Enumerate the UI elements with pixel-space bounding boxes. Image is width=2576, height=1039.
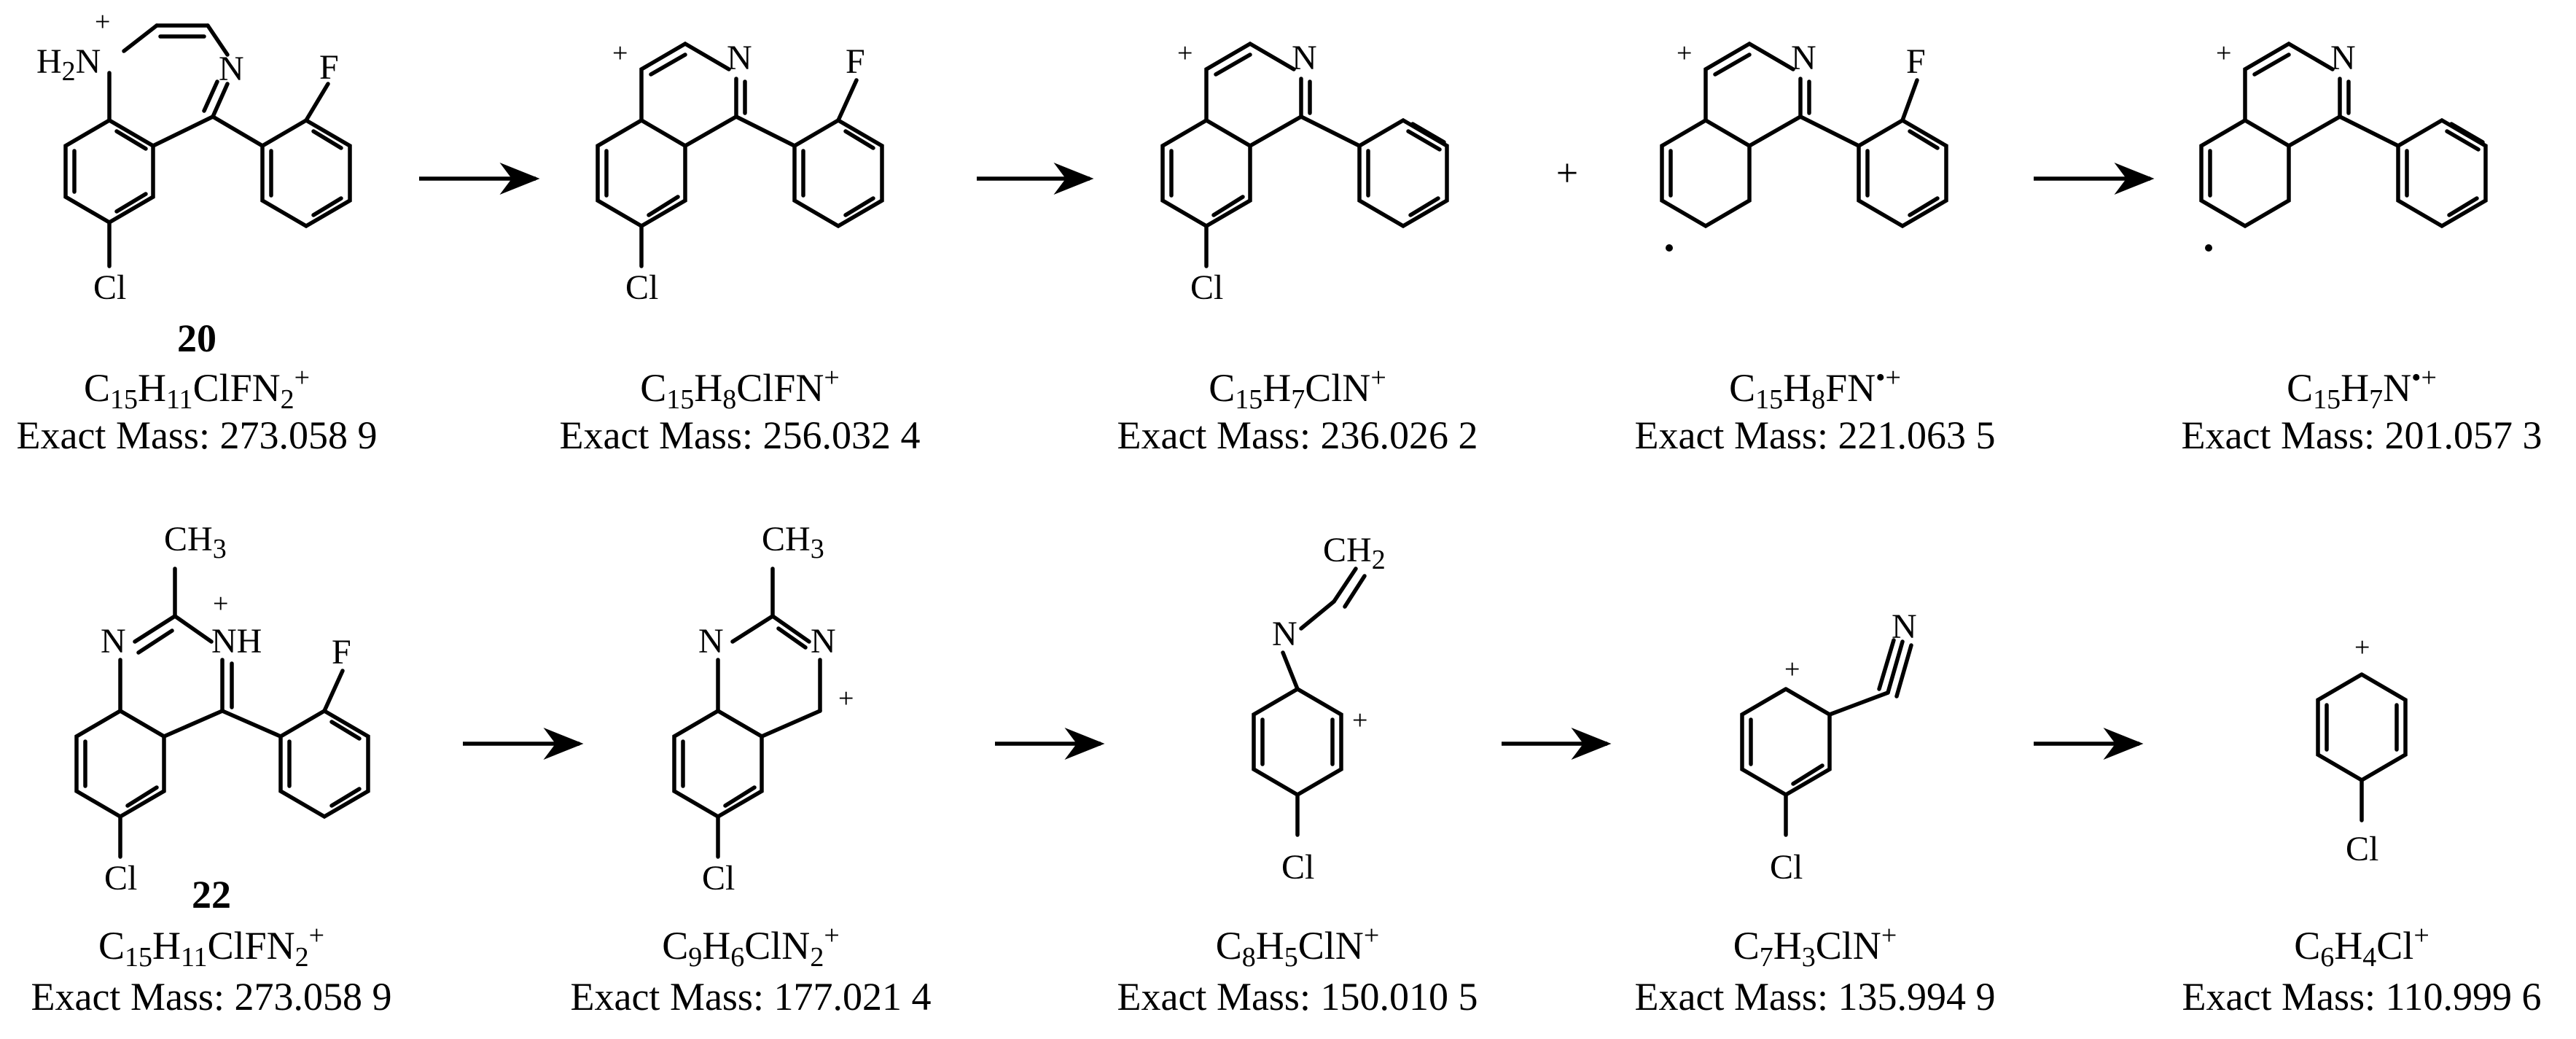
nitrogen-label: N [101, 622, 126, 661]
mass-3: Exact Mass: 236.026 2 [1117, 413, 1478, 457]
charge-plus: + [1177, 38, 1193, 69]
nitrogen-label: N [1791, 39, 1816, 77]
fluorine-label: F [846, 42, 865, 81]
formula-6: C15H11ClFN2+ [98, 920, 324, 973]
charge-plus: + [1677, 38, 1692, 69]
formula-10: C6H4Cl+ [2294, 920, 2429, 973]
compound-22-structure: CH3 Cl N NH + F [74, 520, 370, 898]
compound-id-22: 22 [192, 873, 231, 917]
charge-plus: + [95, 7, 110, 37]
radical-dot [2205, 244, 2212, 252]
mass-10: Exact Mass: 110.999 6 [2182, 975, 2542, 1019]
amine-label: H2N [36, 42, 101, 87]
charge-plus: + [2354, 632, 2370, 663]
nitrogen-label: N [1272, 615, 1297, 653]
formula-9: C7H3ClN+ [1733, 920, 1897, 973]
mass-9: Exact Mass: 135.994 9 [1635, 975, 1996, 1019]
compound-2-structure: Cl N + F [596, 38, 884, 307]
chlorine-label: Cl [625, 268, 658, 307]
nitrogen-label: N [219, 50, 244, 88]
mass-4: Exact Mass: 221.063 5 [1635, 413, 1996, 457]
compound-20-structure: Cl F H2N + N [36, 7, 352, 307]
plus-sign: + [1556, 151, 1578, 195]
chlorine-label: Cl [2346, 830, 2378, 868]
formula-1: C15H11ClFN2+ [84, 362, 310, 415]
formula-8: C8H5ClN+ [1216, 920, 1380, 973]
charge-plus: + [612, 38, 628, 69]
mass-1: Exact Mass: 273.058 9 [17, 413, 378, 457]
mass-8: Exact Mass: 150.010 5 [1117, 975, 1478, 1019]
compound-9-structure: N + Cl [1740, 607, 1917, 887]
nitrogen-label: N [1292, 39, 1317, 77]
fluorine-label: F [319, 48, 339, 87]
charge-plus: + [213, 588, 228, 619]
mass-5: Exact Mass: 201.057 3 [2182, 413, 2542, 457]
chlorine-label: Cl [1281, 848, 1314, 887]
methyl-label: CH3 [762, 520, 824, 564]
nitrogen-label: N [1892, 607, 1917, 646]
compound-8-structure: CH2 N + Cl [1252, 531, 1386, 887]
fluorine-label: F [1906, 42, 1926, 81]
mass-7: Exact Mass: 177.021 4 [571, 975, 932, 1019]
charge-plus: + [2216, 38, 2231, 69]
methyl-label: CH3 [164, 520, 227, 564]
nitrogen-label: N [2330, 39, 2356, 77]
formula-4: C15H8FN•+ [1729, 362, 1901, 415]
compound-5-structure: N + [2199, 38, 2488, 252]
formula-3: C15H7ClN+ [1209, 362, 1386, 415]
radical-dot [1666, 244, 1673, 252]
charge-plus: + [1352, 705, 1367, 736]
chlorine-label: Cl [702, 859, 735, 898]
charge-plus: + [838, 683, 854, 714]
chlorine-label: Cl [1770, 848, 1803, 887]
fluorine-label: F [332, 633, 351, 672]
charge-plus: + [1784, 654, 1800, 685]
formula-7: C9H6ClN2+ [662, 920, 840, 973]
chlorine-label: Cl [93, 268, 126, 307]
compound-7-structure: CH3 Cl N N + [672, 520, 854, 898]
methylene-label: CH2 [1323, 531, 1386, 575]
nitrogen-label: N [727, 39, 752, 77]
compound-4-structure: N + F [1660, 38, 1948, 252]
formula-2: C15H8ClFN+ [640, 362, 840, 415]
compound-3-structure: Cl N + [1160, 38, 1449, 307]
mass-2: Exact Mass: 256.032 4 [560, 413, 921, 457]
compound-10-structure: + Cl [2316, 632, 2408, 868]
nitrogen-label: N [698, 622, 724, 661]
nh-label: NH [211, 622, 262, 661]
compound-id-20: 20 [177, 316, 216, 360]
chlorine-label: Cl [104, 859, 137, 898]
nitrogen-label: N [811, 622, 836, 661]
formula-5: C15H7N•+ [2287, 362, 2437, 415]
chlorine-label: Cl [1190, 268, 1223, 307]
mass-6: Exact Mass: 273.058 9 [31, 975, 392, 1019]
